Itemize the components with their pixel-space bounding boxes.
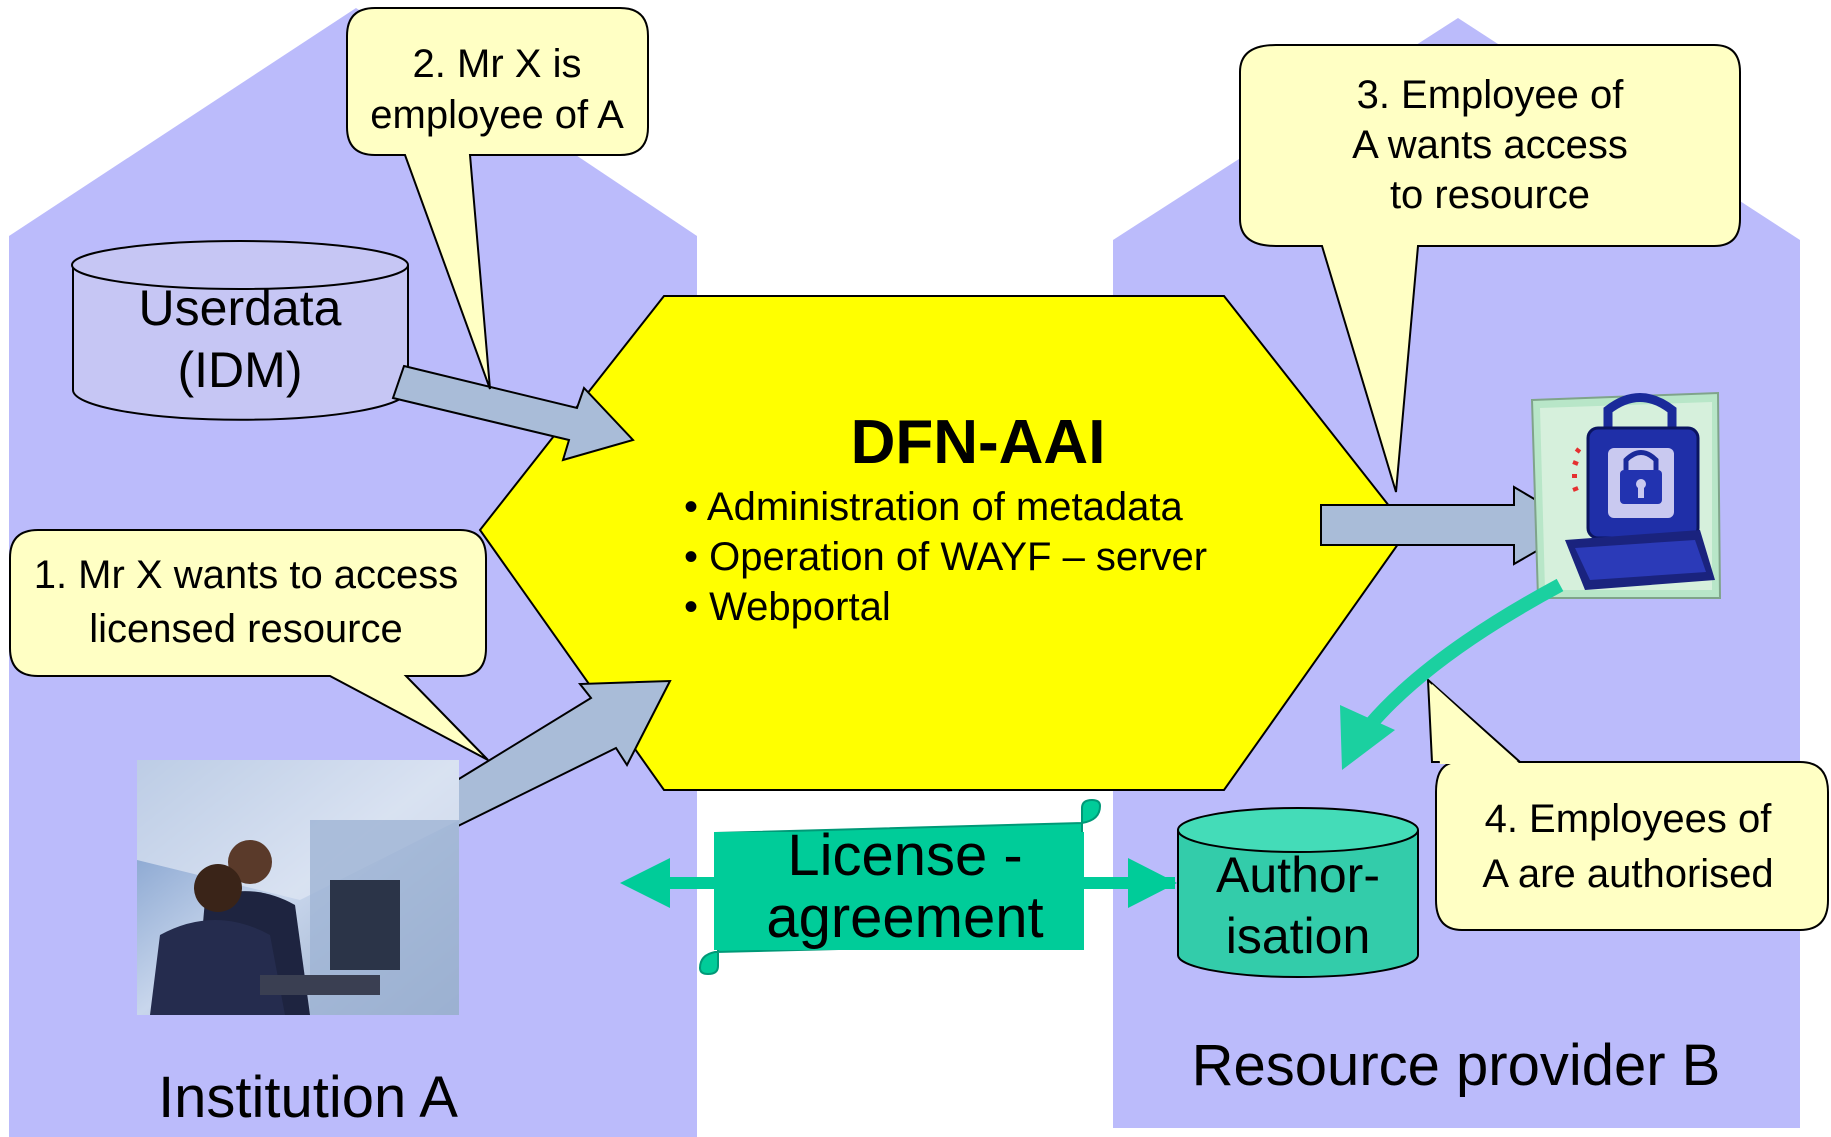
license-line-2: agreement xyxy=(766,885,1043,950)
userdata-to-dfn-arrow xyxy=(391,364,635,462)
secure-computer-lock-icon xyxy=(1530,391,1722,599)
license-agreement-scroll: License - agreement xyxy=(698,798,1102,976)
callout-2-line-1: 2. Mr X is xyxy=(413,42,582,86)
dfn-bullet-3: • Webportal xyxy=(684,585,891,629)
callout-2-line-2: employee of A xyxy=(370,93,624,137)
authorisation-line-1: Author- xyxy=(1216,847,1380,903)
userdata-database: Userdata (IDM) xyxy=(71,240,409,421)
callout-4-line-1: 4. Employees of xyxy=(1485,797,1773,841)
license-line-1: License - xyxy=(787,823,1022,888)
callout-3-line-3: to resource xyxy=(1390,173,1590,217)
callout-1-line-2: licensed resource xyxy=(89,607,403,651)
business-people-photo xyxy=(137,760,459,1015)
resource-provider-b-label: Resource provider B xyxy=(1192,1033,1721,1098)
callout-4: 4. Employees of A are authorised xyxy=(1426,677,1829,931)
authorisation-database: Author- isation xyxy=(1177,807,1419,978)
callout-3: 3. Employee of A wants access to resourc… xyxy=(1239,44,1741,493)
dfn-bullet-1: • Administration of metadata xyxy=(684,485,1183,529)
dfn-aai-title: DFN-AAI xyxy=(851,408,1106,477)
user-to-dfn-arrow xyxy=(434,679,672,828)
authorisation-line-2: isation xyxy=(1226,908,1371,964)
userdata-label: Userdata xyxy=(139,280,342,336)
institution-a-label: Institution A xyxy=(158,1065,458,1130)
resource-to-authorisation-arrow xyxy=(1340,578,1564,770)
dfn-bullet-2: • Operation of WAYF – server xyxy=(684,535,1207,579)
callout-1: 1. Mr X wants to access licensed resourc… xyxy=(9,529,489,761)
callout-2: 2. Mr X is employee of A xyxy=(346,7,649,390)
callout-3-line-1: 3. Employee of xyxy=(1357,73,1625,117)
callout-4-line-2: A are authorised xyxy=(1482,852,1773,896)
userdata-idm-label: (IDM) xyxy=(178,342,303,398)
callout-1-line-1: 1. Mr X wants to access xyxy=(34,553,459,597)
callout-3-line-2: A wants access xyxy=(1352,123,1628,167)
